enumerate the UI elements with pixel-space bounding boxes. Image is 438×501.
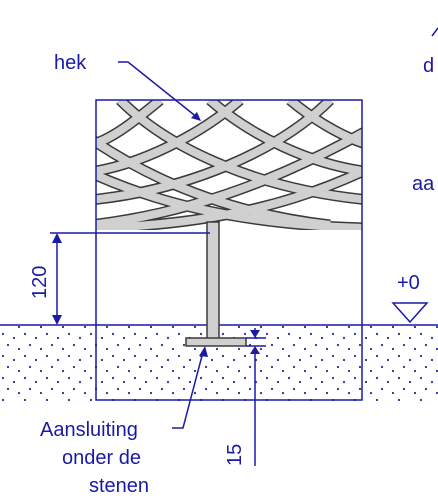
depth-dimension-label: 15: [224, 444, 246, 466]
cut-text-d: d: [423, 55, 434, 77]
level-label: +0: [397, 272, 420, 294]
height-dimension: [50, 232, 210, 325]
cut-text-aa: aa: [412, 173, 435, 195]
height-dimension-label: 120: [29, 266, 51, 299]
fence-leader: [118, 61, 201, 121]
panel-outline: [95, 99, 363, 401]
cut-mark: [431, 27, 438, 37]
connection-label-line2: onder de: [62, 447, 141, 469]
fence-rods: [96, 100, 362, 230]
fence-post: [206, 221, 220, 341]
base-plate: [185, 337, 247, 347]
connection-leader: [172, 346, 208, 429]
level-marker: [391, 302, 429, 324]
connection-label-line3: stenen: [89, 475, 149, 497]
fence-label: hek: [54, 52, 87, 74]
connection-label-line1: Aansluiting: [40, 419, 138, 441]
depth-dimension: [246, 328, 266, 466]
